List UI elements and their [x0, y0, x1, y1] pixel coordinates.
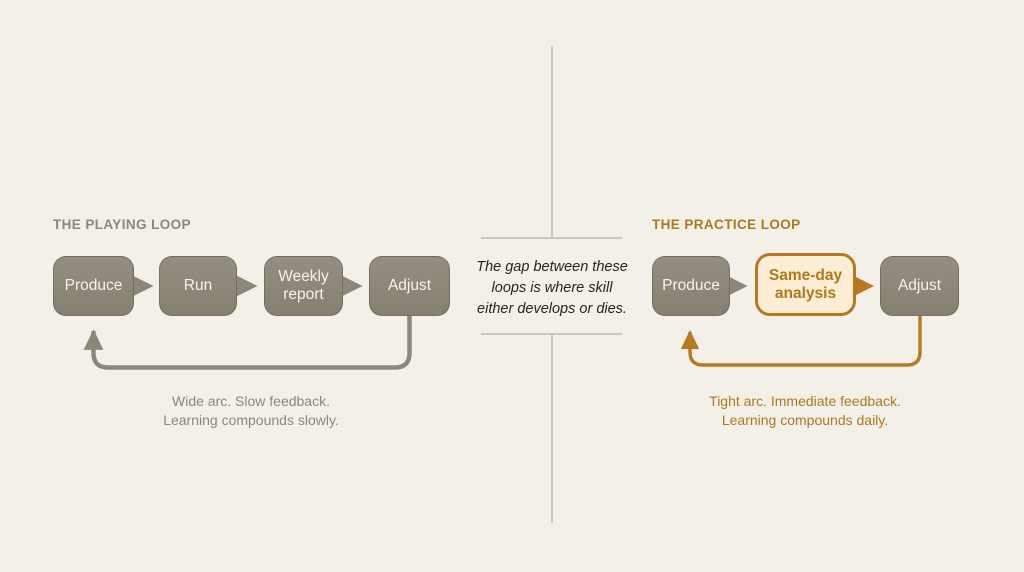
- practice-loop-title: THE PRACTICE LOOP: [652, 217, 801, 232]
- playing-loop-caption: Wide arc. Slow feedback. Learning compou…: [101, 392, 401, 430]
- node-practice-produce: Produce: [652, 256, 730, 316]
- feedback-arc-playing: [83, 316, 412, 370]
- practice-caption-line-2: Learning compounds daily.: [721, 412, 889, 428]
- center-note-line: loops is where skill: [491, 280, 613, 296]
- node-playing-weekly-report: Weekly report: [264, 256, 343, 316]
- node-practice-sameday-analysis: Same-day analysis: [755, 253, 856, 316]
- practice-loop-caption: Tight arc. Immediate feedback. Learning …: [655, 392, 955, 430]
- node-practice-adjust: Adjust: [880, 256, 959, 316]
- center-divider-top: [551, 46, 553, 237]
- center-note-line: either develops or dies.: [477, 301, 627, 317]
- feedback-arc-practice: [680, 316, 922, 367]
- node-playing-adjust: Adjust: [369, 256, 450, 316]
- note-rule-bottom: [481, 333, 622, 335]
- practice-caption-line-1: Tight arc. Immediate feedback.: [709, 393, 901, 409]
- playing-loop-title: THE PLAYING LOOP: [53, 217, 191, 232]
- playing-caption-line-2: Learning compounds slowly.: [163, 412, 339, 428]
- node-playing-run: Run: [159, 256, 237, 316]
- center-divider-bottom: [551, 335, 553, 523]
- playing-caption-line-1: Wide arc. Slow feedback.: [172, 393, 330, 409]
- center-note-line: The gap between these: [476, 259, 628, 275]
- center-note: The gap between these loops is where ski…: [471, 257, 633, 320]
- note-rule-top: [481, 237, 622, 239]
- node-playing-produce: Produce: [53, 256, 134, 316]
